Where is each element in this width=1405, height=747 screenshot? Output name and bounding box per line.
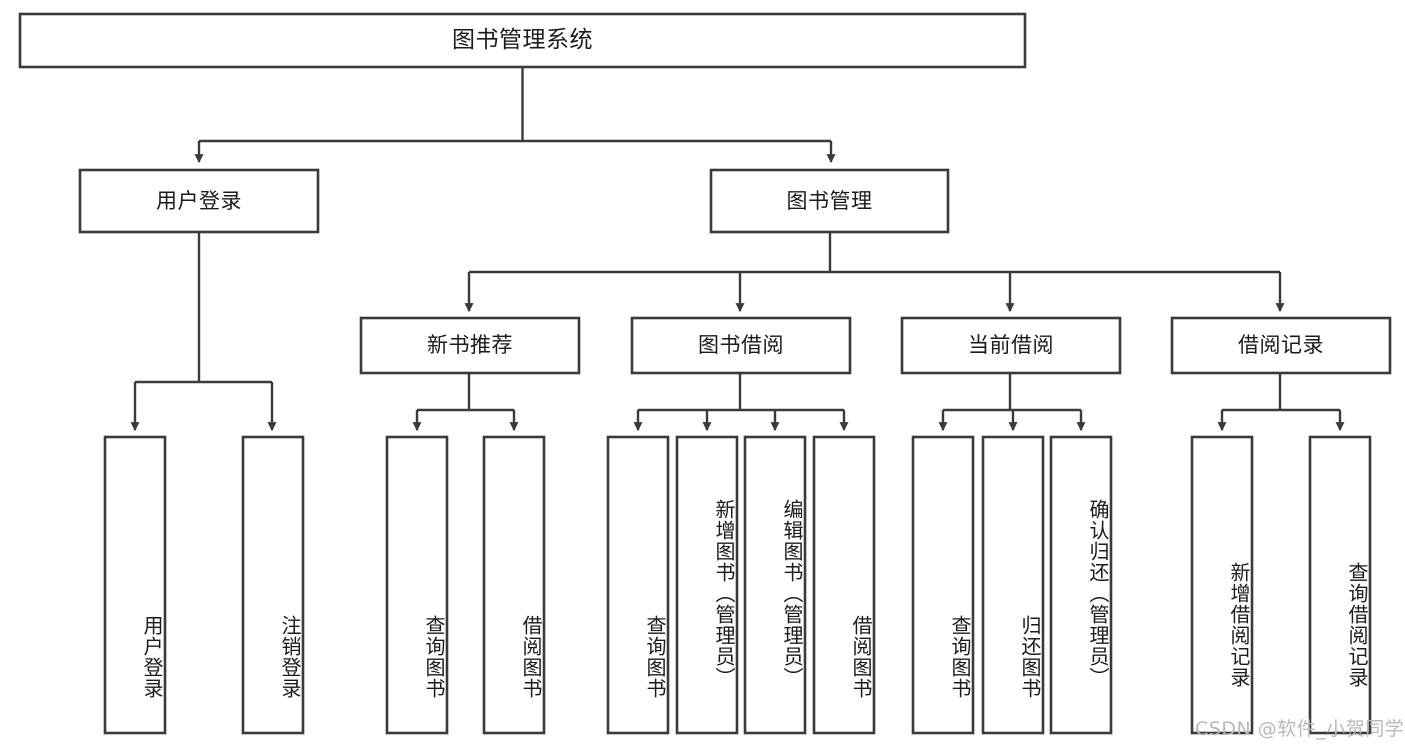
node-box-leaf-add-book[interactable]	[675, 435, 739, 735]
node-box-root[interactable]	[18, 12, 1027, 69]
node-box-leaf-query-record[interactable]	[1308, 435, 1372, 735]
node-box-leaf-add-record[interactable]	[1190, 435, 1254, 735]
node-box-user-login[interactable]	[78, 168, 320, 234]
node-box-new-book-recommend[interactable]	[359, 316, 581, 375]
node-box-leaf-borrow-book-2[interactable]	[812, 435, 876, 735]
connector-group-book-borrow	[633, 373, 849, 432]
connector-group-root	[194, 67, 836, 164]
connector-group-user-login	[130, 232, 277, 432]
connector-group-book-management	[464, 232, 1285, 313]
node-box-leaf-query-book-1[interactable]	[385, 435, 449, 735]
node-box-borrow-records[interactable]	[1170, 316, 1392, 375]
node-box-current-borrow[interactable]	[900, 316, 1122, 375]
node-box-leaf-query-book-3[interactable]	[911, 435, 975, 735]
connector-group-current-borrow	[938, 373, 1086, 432]
node-box-book-management[interactable]	[709, 168, 950, 234]
node-box-leaf-borrow-book-1[interactable]	[482, 435, 546, 735]
node-box-leaf-edit-book[interactable]	[743, 435, 807, 735]
node-box-leaf-return-book[interactable]	[981, 435, 1045, 735]
node-box-leaf-user-login[interactable]	[103, 435, 167, 735]
connector-group-borrow-records	[1217, 373, 1345, 432]
connector-group-new-book-recommend	[412, 373, 519, 432]
node-box-leaf-query-book-2[interactable]	[606, 435, 670, 735]
node-box-book-borrow[interactable]	[630, 316, 852, 375]
node-box-leaf-user-logout[interactable]	[241, 435, 305, 735]
node-box-leaf-confirm-return[interactable]	[1049, 435, 1113, 735]
